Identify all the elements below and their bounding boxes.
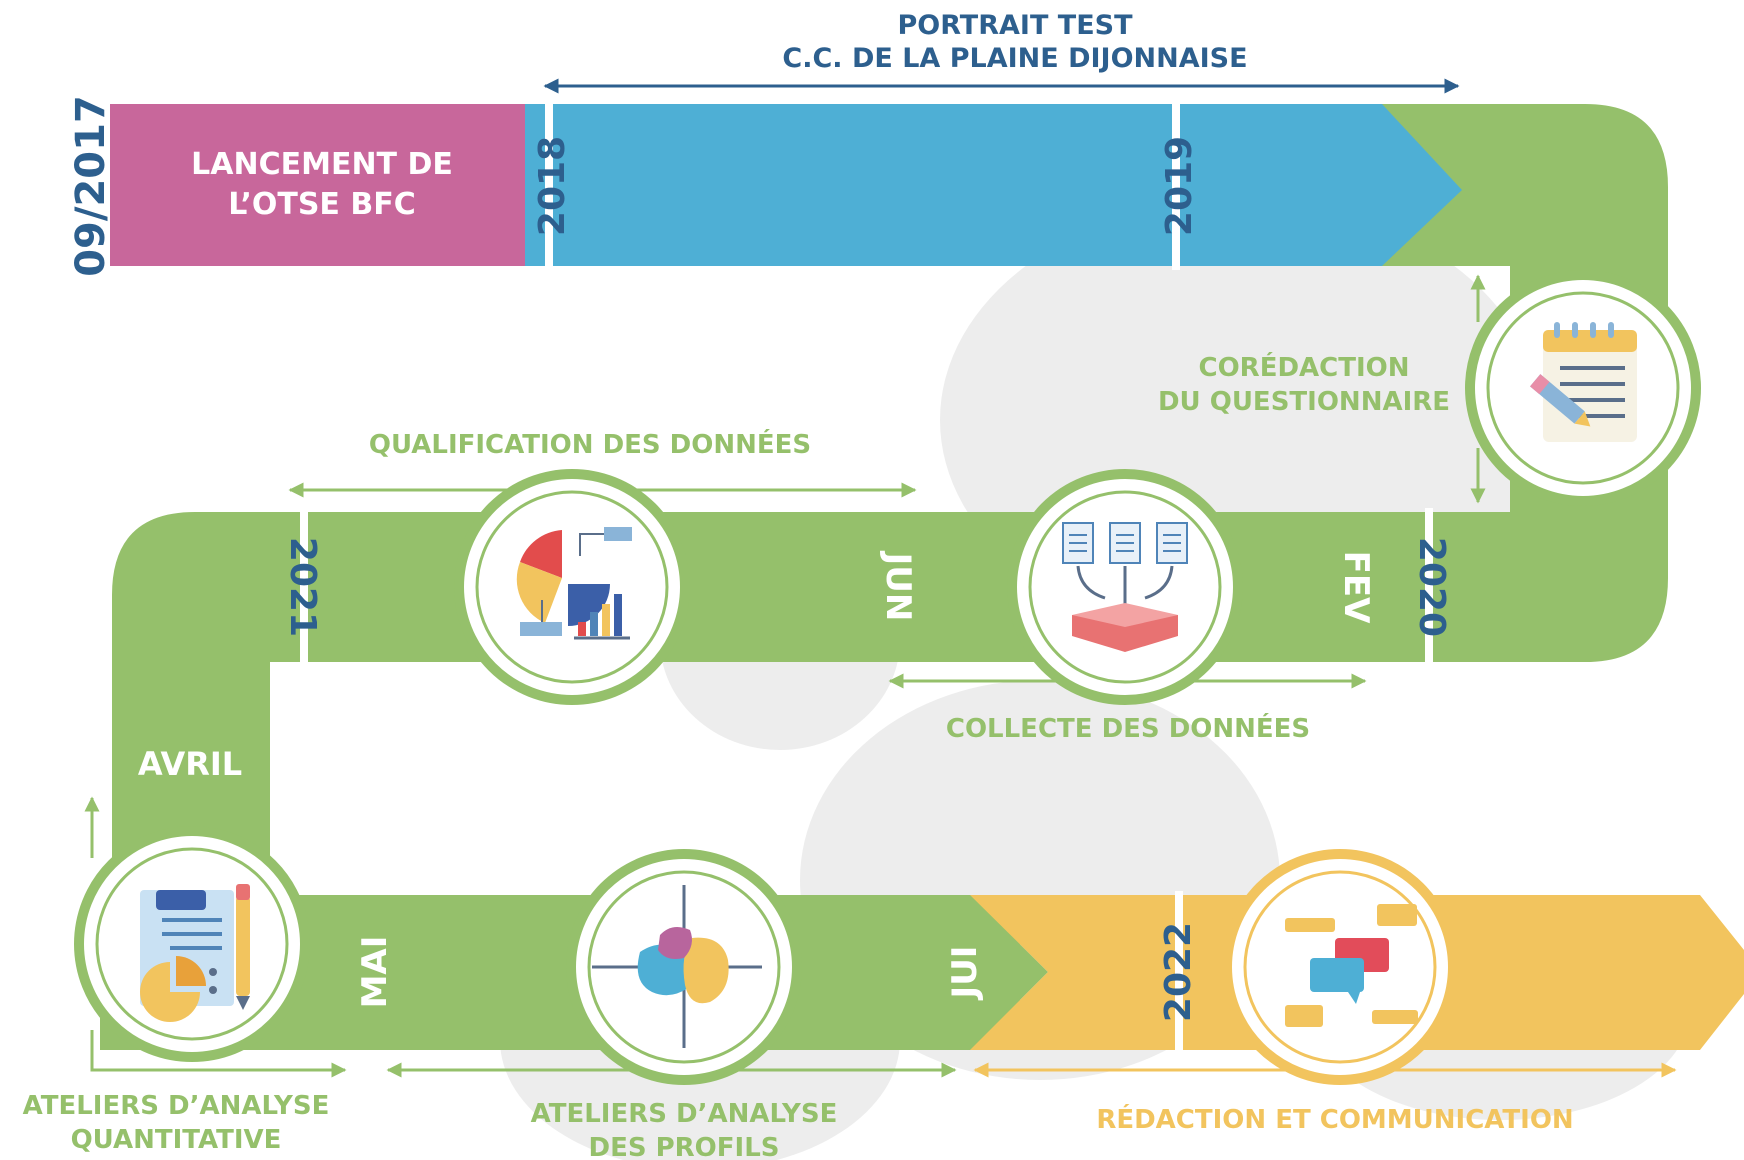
month-avril: AVRIL [138,745,242,783]
step-coredaction-line2: DU QUESTIONNAIRE [1158,387,1450,417]
month-jun: JUN [878,551,918,622]
month-jui: JUI [945,946,985,1001]
step-profils-line1: ATELIERS D’ANALYSE [531,1099,838,1129]
month-mai: MAI [355,936,395,1009]
launch-date: 09/2017 [68,95,114,277]
year-2022: 2022 [1158,922,1199,1022]
launch-title-line1: LANCEMENT DE [191,147,453,182]
launch-title-line2: L’OTSE BFC [228,187,416,222]
step-profils-line2: DES PROFILS [588,1133,779,1160]
step-qualification-label: QUALIFICATION DES DONNÉES [369,428,811,460]
step-coredaction-line1: CORÉDACTION [1198,351,1409,383]
notepad-pencil-icon [1530,322,1637,442]
report-clipboard-icon [140,884,250,1022]
year-2020: 2020 [1411,537,1452,637]
blue-arrow-bar [525,104,1462,266]
step-quantitative-line1: ATELIERS D’ANALYSE [23,1091,330,1121]
step-quantitative-line2: QUANTITATIVE [71,1125,282,1155]
header-title-line1: PORTRAIT TEST [897,10,1133,41]
step-collecte-label: COLLECTE DES DONNÉES [946,712,1310,744]
step-redaction-label: RÉDACTION ET COMMUNICATION [1096,1103,1573,1135]
year-2019: 2019 [1159,136,1200,236]
quadrant-map-icon [592,885,762,1048]
year-separators [300,100,1433,1054]
data-merge-icon [1062,522,1188,652]
launch-bar [110,104,525,266]
header-title-line2: C.C. DE LA PLAINE DIJONNAISE [782,43,1247,74]
header-title: PORTRAIT TEST C.C. DE LA PLAINE DIJONNAI… [782,10,1247,74]
chat-bubbles-icon [1285,904,1418,1027]
year-2018: 2018 [532,136,573,236]
year-2021: 2021 [282,537,323,637]
charts-analysis-icon [516,527,632,640]
month-fev: FEV [1336,551,1376,624]
